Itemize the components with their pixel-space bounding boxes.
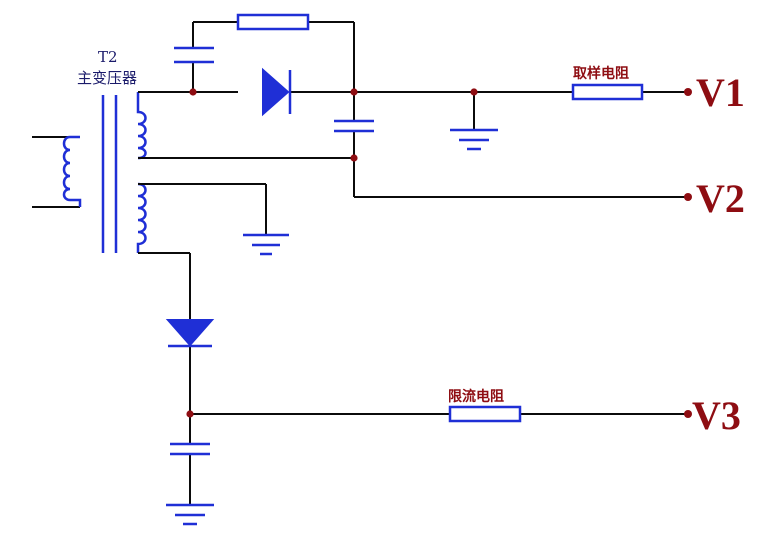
resistor-current-limit-label: 限流电阻 — [448, 388, 504, 405]
ground-symbol-v3 — [166, 503, 214, 526]
capacitor-middle — [334, 119, 374, 133]
capacitor-bottom — [170, 442, 210, 456]
transformer-designator: T2 — [98, 48, 118, 66]
secondary-winding-top — [136, 92, 147, 160]
resistor-current-limit — [448, 405, 522, 423]
wires-v1 — [138, 21, 688, 197]
transformer-core — [101, 95, 118, 253]
resistor-top — [236, 13, 310, 31]
output-label-v2: V2 — [696, 176, 745, 221]
output-label-v1: V1 — [696, 70, 745, 115]
capacitor-top — [174, 46, 214, 64]
diode-v3 — [165, 319, 215, 348]
resistor-sample — [571, 83, 644, 101]
wire-ground-mid — [138, 183, 267, 235]
ground-symbol-mid — [243, 233, 289, 256]
diode-v1 — [262, 67, 292, 117]
secondary-winding-bottom — [136, 182, 147, 253]
wires-v3 — [138, 252, 688, 505]
output-label-v3: V3 — [692, 393, 741, 438]
ground-symbol-v1 — [450, 128, 498, 151]
transformer-name: 主变压器 — [77, 69, 137, 87]
junction-nodes — [186, 88, 692, 418]
resistor-sample-label: 取样电阻 — [573, 65, 629, 82]
primary-winding — [32, 135, 82, 208]
